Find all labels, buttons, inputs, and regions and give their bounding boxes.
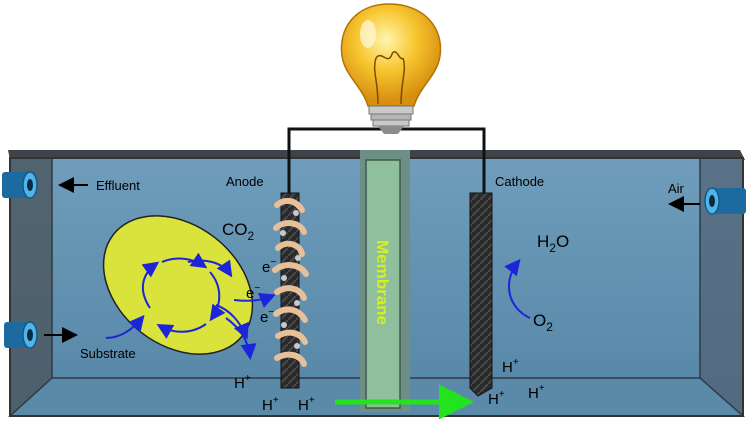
oxygen-reduction-arrow xyxy=(504,258,531,319)
oxygen-label: O2 xyxy=(533,311,553,334)
anode-label: Anode xyxy=(226,174,264,189)
substrate-label: Substrate xyxy=(80,346,136,361)
cathode-electrode xyxy=(469,192,493,397)
tank-right-wall xyxy=(700,158,743,416)
light-bulb-icon xyxy=(340,3,442,134)
metabolic-cycle xyxy=(105,252,276,360)
air-label: Air xyxy=(668,181,685,196)
electron-label-1: e− xyxy=(262,257,276,276)
circuit xyxy=(287,3,486,193)
co2-label: CO2 xyxy=(222,220,255,243)
membrane: Membrane xyxy=(360,150,410,412)
membrane-label: Membrane xyxy=(373,240,392,325)
membrane-sheet xyxy=(365,159,401,409)
microbe-highlights xyxy=(280,210,301,349)
proton-label-6: H+ xyxy=(528,383,545,402)
proton-label-3: H+ xyxy=(298,395,315,414)
proton-label-5: H+ xyxy=(488,389,505,408)
inlet-pipe-icon xyxy=(4,321,38,349)
effluent-label: Effluent xyxy=(96,178,140,193)
cathode-label: Cathode xyxy=(495,174,544,189)
proton-label-4: H+ xyxy=(502,357,519,376)
water-label: H2O xyxy=(537,232,569,255)
proton-label-2: H+ xyxy=(262,395,279,414)
effluent-pipe-icon xyxy=(2,171,38,199)
proton-label-1: H+ xyxy=(234,373,251,392)
microbes xyxy=(272,197,309,367)
air-pipe-icon xyxy=(704,187,746,215)
bacterium-cell xyxy=(102,215,276,360)
anode-electrode xyxy=(272,192,309,389)
electron-label-3: e− xyxy=(260,307,274,326)
electron-label-2: e− xyxy=(246,283,260,302)
tank-left-wall xyxy=(10,158,52,416)
